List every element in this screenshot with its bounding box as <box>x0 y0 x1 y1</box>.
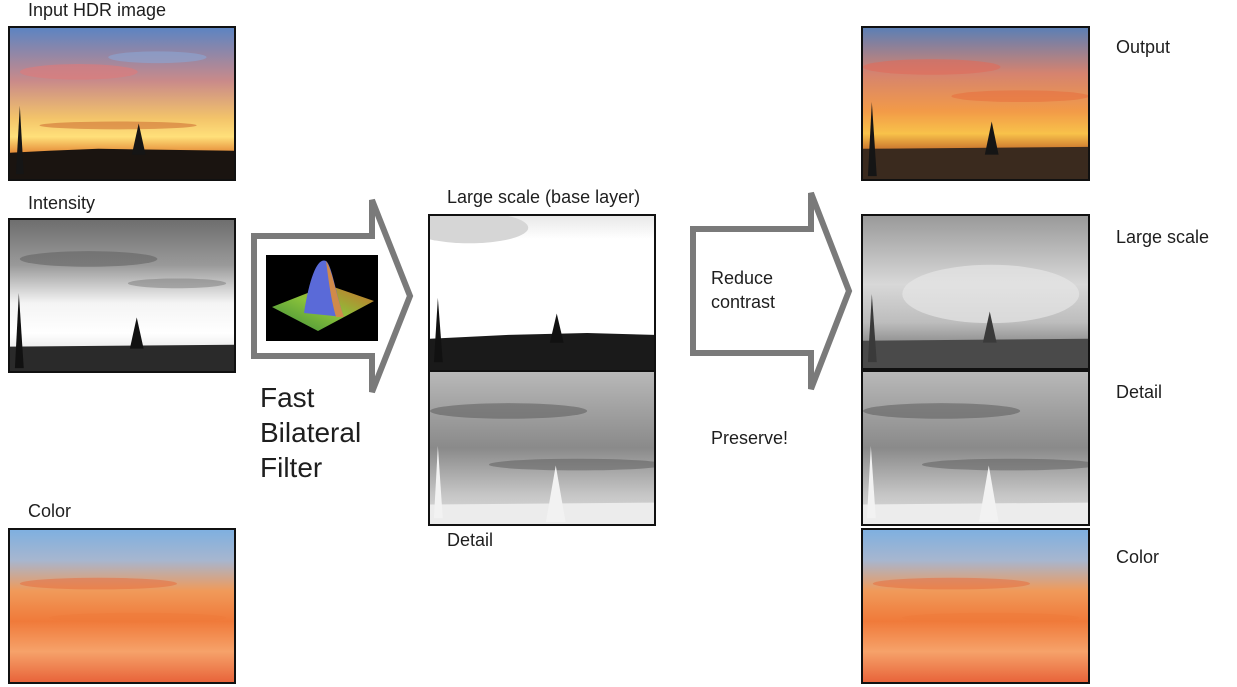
color-image-right <box>861 528 1090 684</box>
large-scale-base-label: Large scale (base layer) <box>447 187 641 207</box>
color-label-right: Color <box>1116 547 1160 567</box>
reduce-label-line1: Reduce <box>711 268 774 288</box>
intensity-label: Intensity <box>28 193 96 213</box>
detail-label-right: Detail <box>1116 382 1163 402</box>
reduce-contrast-arrow <box>690 191 853 391</box>
color-image-left <box>8 528 236 684</box>
filter-label-line2: Bilateral <box>260 417 362 448</box>
preserve-label: Preserve! <box>711 428 789 448</box>
large-scale-reduced-image <box>861 214 1090 370</box>
intensity-image <box>8 218 236 373</box>
output-image <box>861 26 1090 181</box>
bilateral-kernel-plot <box>266 255 378 341</box>
color-label-left: Color <box>28 501 72 521</box>
input-hdr-label: Input HDR image <box>28 0 167 20</box>
filter-label-line1: Fast <box>260 382 315 413</box>
detail-layer-image <box>428 370 656 526</box>
base-layer-image <box>428 214 656 372</box>
large-scale-label-right: Large scale <box>1116 227 1210 247</box>
output-label: Output <box>1116 37 1171 57</box>
reduce-label-line2: contrast <box>711 292 776 312</box>
input-hdr-image <box>8 26 236 181</box>
filter-label-line3: Filter <box>260 452 323 483</box>
detail-preserved-image <box>861 370 1090 526</box>
detail-label-middle: Detail <box>447 530 494 550</box>
